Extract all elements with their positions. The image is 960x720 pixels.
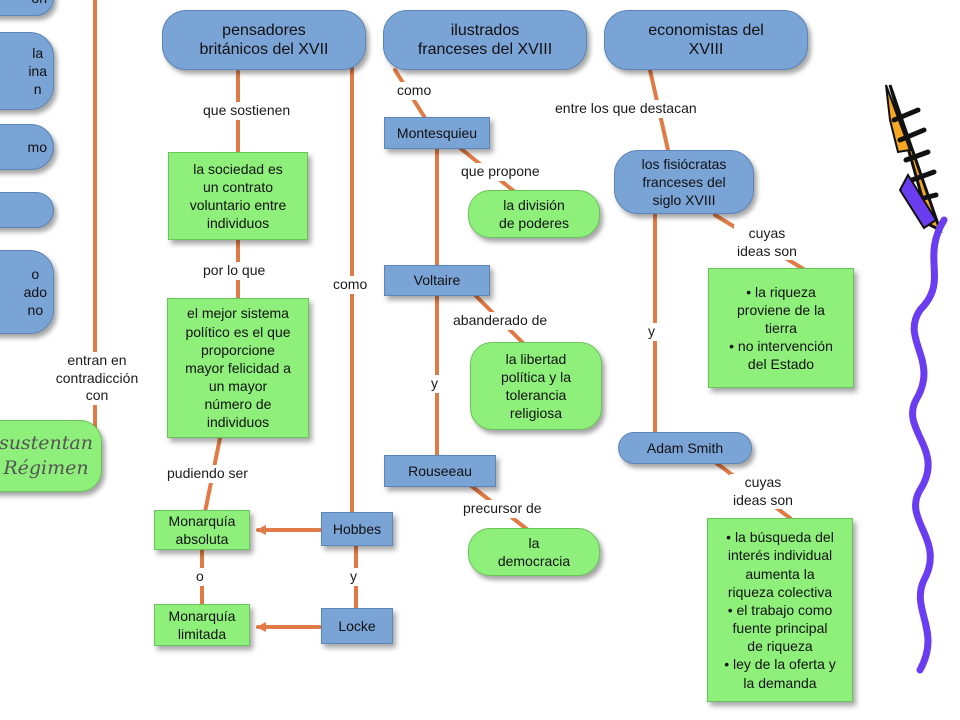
label-por-lo-que: por lo que xyxy=(200,262,269,280)
node-rousseau: Rouseeau xyxy=(384,455,496,487)
label-y-voltaire-rousseau: y xyxy=(428,375,441,393)
node-montesquieu: Montesquieu xyxy=(384,117,490,149)
node-hobbes: Hobbes xyxy=(321,512,393,546)
label-precursor-de: precursor de xyxy=(460,500,545,518)
node-fisiocratas: los fisiócratas franceses del siglo XVII… xyxy=(614,150,754,214)
label-entran-en-contradiccion: entran en contradicción con xyxy=(44,352,150,405)
node-best-political-system: el mejor sistema político es el que prop… xyxy=(167,298,309,438)
label-pudiendo-ser: pudiendo ser xyxy=(164,465,251,483)
node-ideas-adam-smith: • la búsqueda del interés individual aum… xyxy=(707,518,853,702)
node-adam-smith: Adam Smith xyxy=(618,432,752,464)
left-partial-box-5: o ado no xyxy=(0,250,54,334)
label-cuyas-ideas-son-1: cuyas ideas son xyxy=(734,225,800,260)
node-voltaire: Voltaire xyxy=(384,265,490,296)
label-que-propone: que propone xyxy=(458,163,543,181)
node-absolute-monarchy: Monarquía absoluta xyxy=(154,510,250,550)
label-que-sostienen: que sostienen xyxy=(200,102,294,120)
label-abanderado-de: abanderado de xyxy=(450,312,551,330)
node-locke: Locke xyxy=(321,608,393,644)
node-division-poderes: la división de poderes xyxy=(468,190,600,238)
node-democracia: la democracia xyxy=(468,528,600,576)
node-limited-monarchy: Monarquía limitada xyxy=(154,604,250,646)
node-libertad-politica: la libertad política y la tolerancia rel… xyxy=(470,342,602,430)
label-cuyas-ideas-son-2: cuyas ideas son xyxy=(730,474,796,509)
label-entre-los-que-destacan: entre los que destacan xyxy=(552,100,700,118)
label-como-french: como xyxy=(394,82,435,100)
left-partial-box-2: la ina n xyxy=(0,32,54,110)
label-y-fisiocratas-smith: y xyxy=(645,323,658,341)
label-o: o xyxy=(193,568,207,586)
group-economists: economistas del XVIII xyxy=(604,10,808,70)
left-partial-box-4 xyxy=(0,192,54,228)
old-regime-box: sustentan Régimen xyxy=(0,420,102,492)
group-french-enlightenment: ilustrados franceses del XVIII xyxy=(383,10,587,70)
label-como-british: como xyxy=(330,276,371,294)
label-y-hobbes-locke: y xyxy=(347,568,360,586)
group-british-thinkers: pensadores británicos del XVII xyxy=(162,10,366,70)
node-ideas-fisiocratas: • la riqueza proviene de la tierra • no … xyxy=(708,268,854,388)
left-partial-box-3: mo xyxy=(0,124,54,170)
node-social-contract: la sociedad es un contrato voluntario en… xyxy=(168,152,308,240)
quill-pen-icon xyxy=(885,84,948,674)
